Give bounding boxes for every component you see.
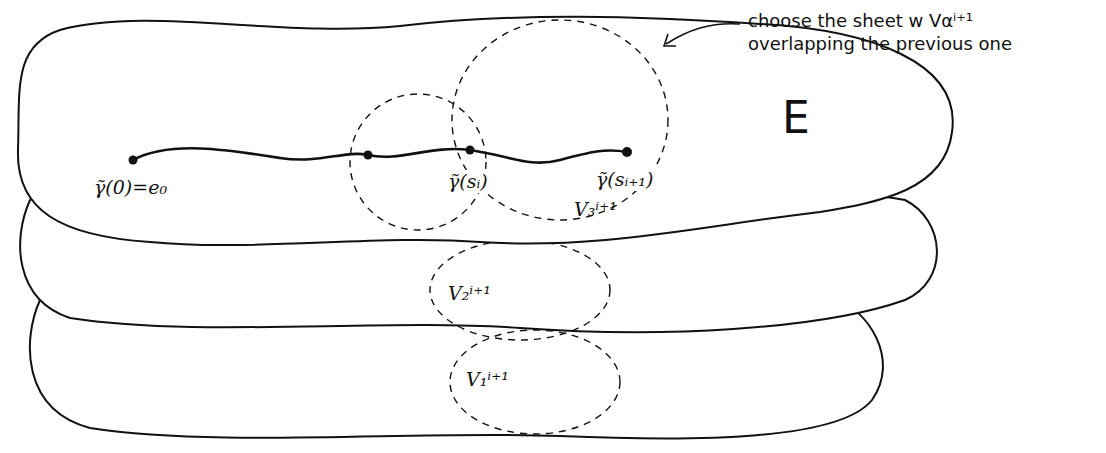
neighbourhood-label: V₁ⁱ⁺¹ xyxy=(466,368,509,391)
neighbourhood-label: V₂ⁱ⁺¹ xyxy=(448,282,491,305)
annotation-note: choose the sheet w Vαⁱ⁺¹ overlapping the… xyxy=(748,10,1078,55)
path-point-label: γ̃(sᵢ) xyxy=(446,170,490,193)
space-label: E xyxy=(782,96,810,140)
leader-arrowhead xyxy=(664,34,676,46)
path-points xyxy=(129,146,633,165)
lifted-path xyxy=(133,148,627,162)
neighbourhood-label: V₃ⁱ⁺¹ xyxy=(574,198,617,221)
dashed-neighbourhood xyxy=(350,94,486,230)
path-point-label: γ̃(sᵢ₊₁) xyxy=(594,168,655,191)
dashed-neighbourhood xyxy=(430,240,610,340)
leader-line xyxy=(666,24,740,44)
dashed-neighbourhood xyxy=(450,330,620,434)
path-start-label: γ̃(0)=e₀ xyxy=(92,176,169,199)
